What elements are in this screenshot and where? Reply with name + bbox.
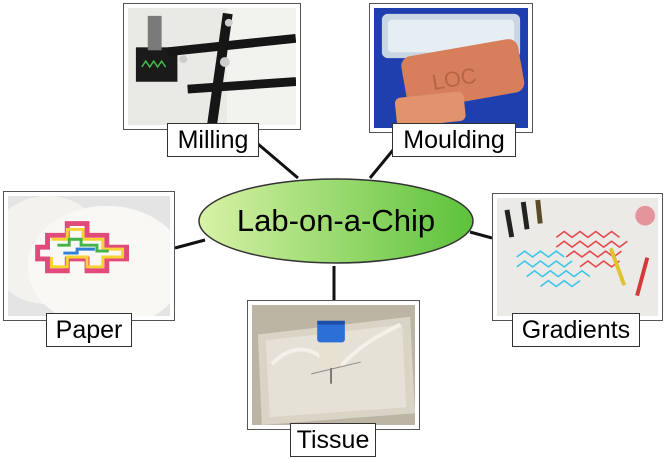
tissue-photo xyxy=(247,300,420,430)
milling-label: Milling xyxy=(167,123,259,157)
hub-label: Lab-on-a-Chip xyxy=(236,203,436,238)
milling-photo xyxy=(123,3,301,130)
paper-photo xyxy=(3,191,175,321)
moulding-photo: LOC xyxy=(369,3,533,133)
gradients-photo xyxy=(492,193,663,321)
hub-ellipse xyxy=(198,178,474,264)
tissue-label: Tissue xyxy=(290,423,376,457)
connector-paper xyxy=(174,238,206,250)
gradients-label: Gradients xyxy=(512,313,640,347)
moulding-label: Moulding xyxy=(392,123,516,157)
connector-gradients xyxy=(469,230,493,240)
connector-milling xyxy=(257,142,299,180)
paper-label: Paper xyxy=(46,313,132,347)
